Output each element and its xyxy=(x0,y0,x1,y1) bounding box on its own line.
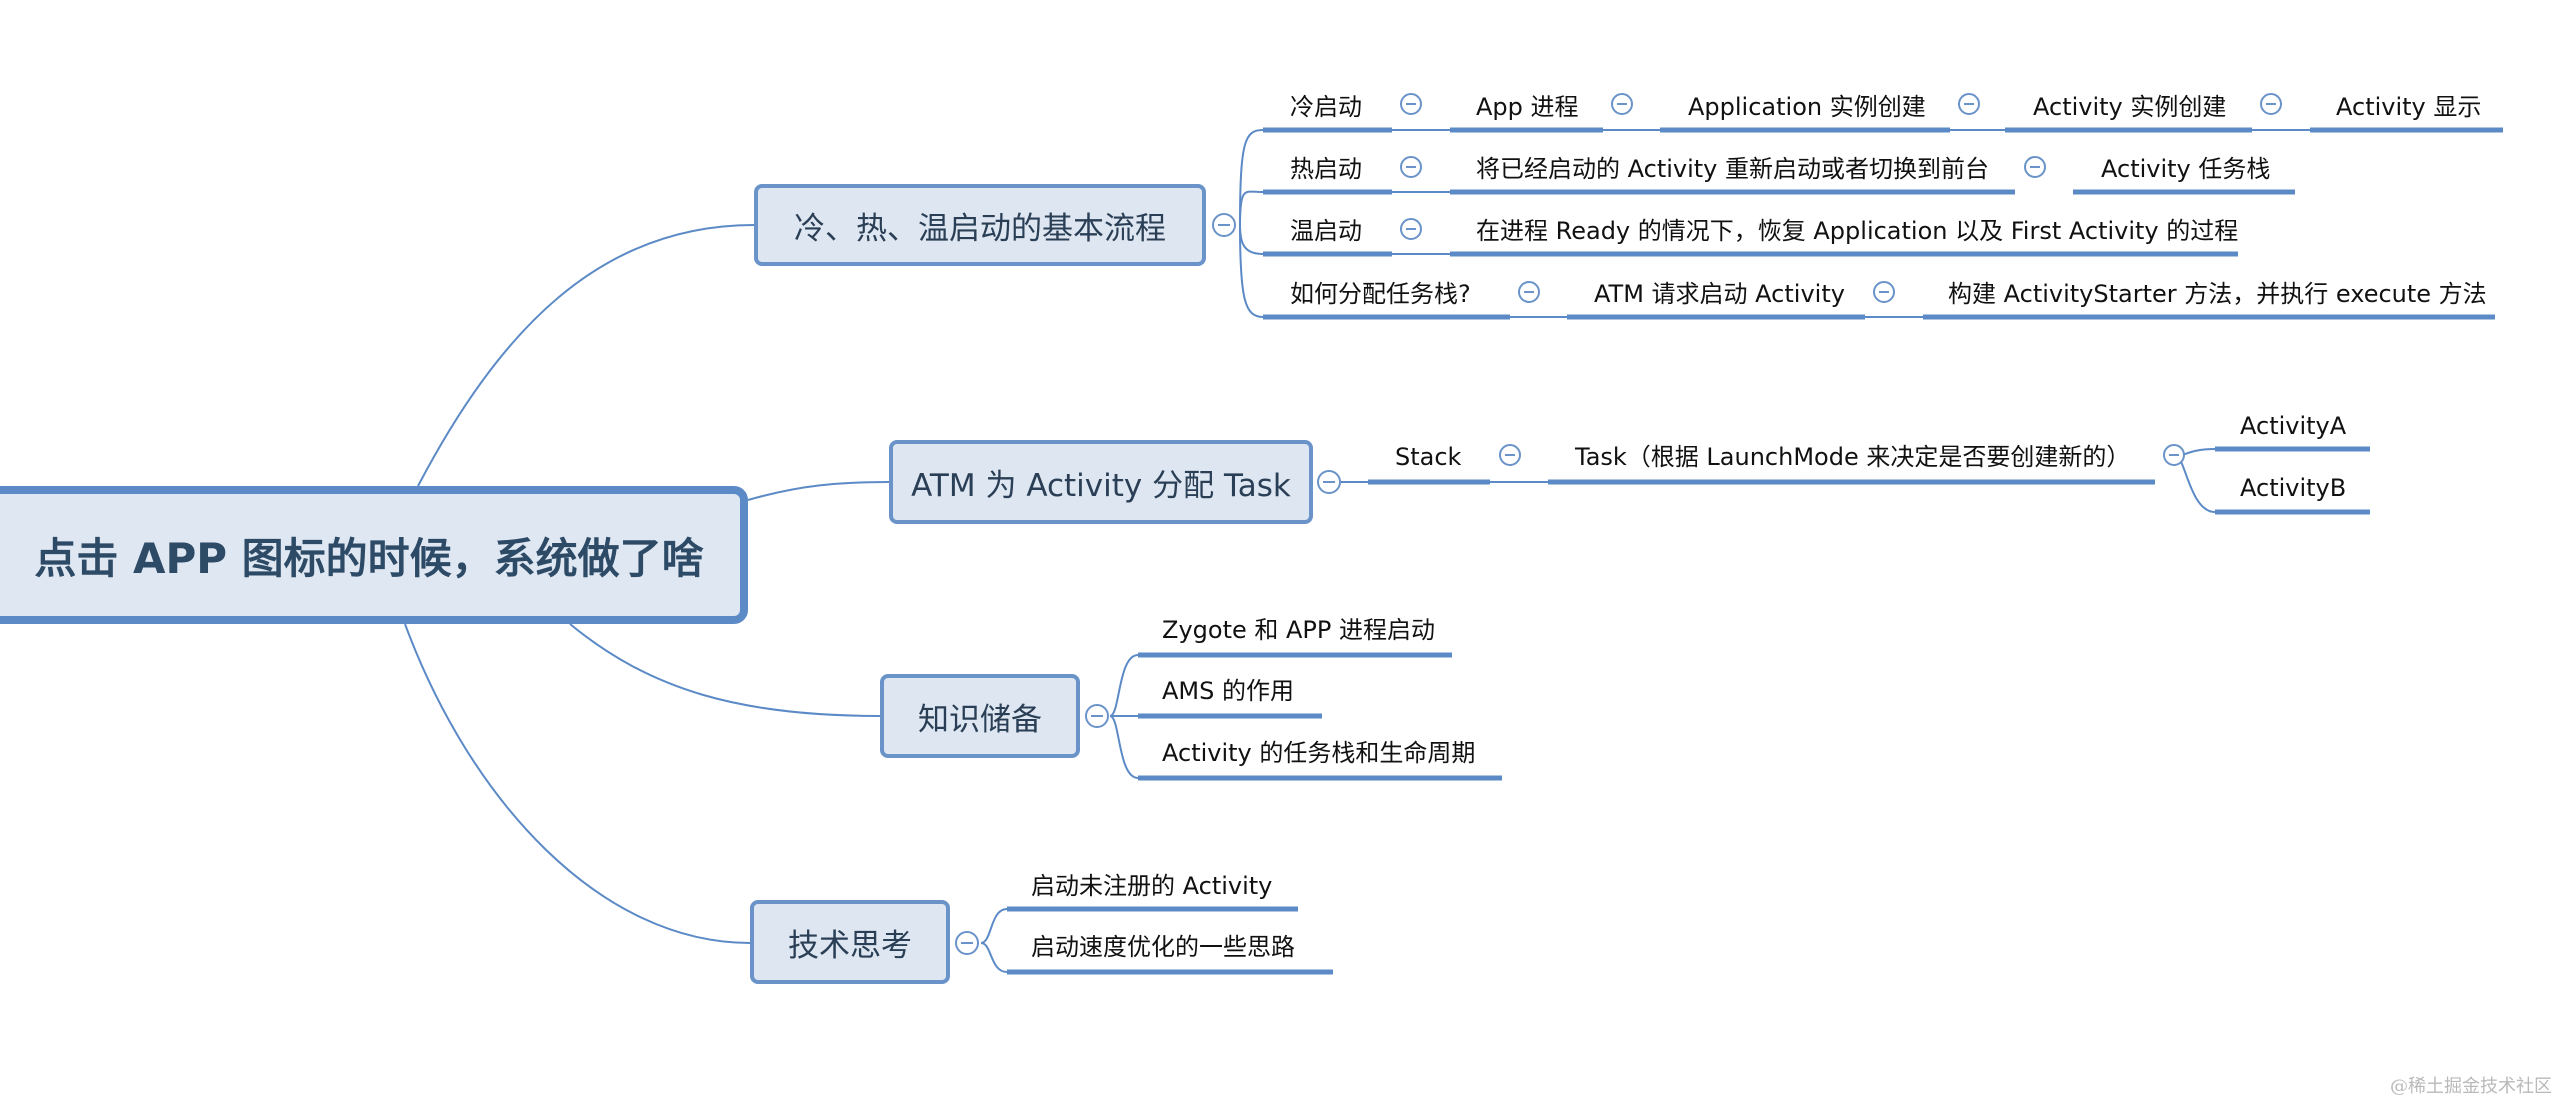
leaf-zygote[interactable]: Zygote 和 APP 进程启动 xyxy=(1162,616,1435,644)
connector-root-branch-3 xyxy=(569,623,881,717)
leaf-hot-start[interactable]: 热启动 xyxy=(1290,155,1362,183)
root-label: 点击 APP 图标的时候，系统做了啥 xyxy=(34,533,704,583)
branch-label: 冷、热、温启动的基本流程 xyxy=(794,210,1166,247)
leaf-application-instance[interactable]: Application 实例创建 xyxy=(1688,93,1926,121)
branch-label: 知识储备 xyxy=(918,701,1042,738)
leaf-app-process[interactable]: App 进程 xyxy=(1476,93,1579,121)
connector-root-branch-2 xyxy=(747,481,890,501)
leaf-activity-task-stack[interactable]: Activity 任务栈 xyxy=(2101,155,2271,183)
leaf-atm-request[interactable]: ATM 请求启动 Activity xyxy=(1594,280,1845,308)
leaf-activity-instance[interactable]: Activity 实例创建 xyxy=(2033,93,2227,121)
branch-label: 技术思考 xyxy=(788,927,912,964)
branch-node-knowledge[interactable]: 知识储备 xyxy=(880,674,1080,758)
leaf-unregistered-activity[interactable]: 启动未注册的 Activity xyxy=(1031,872,1273,900)
branch-node-startup-flow[interactable]: 冷、热、温启动的基本流程 xyxy=(754,184,1206,266)
leaf-assign-task-stack[interactable]: 如何分配任务栈? xyxy=(1290,280,1471,308)
branch-node-atm-task[interactable]: ATM 为 Activity 分配 Task xyxy=(889,440,1313,524)
leaf-startup-optimization[interactable]: 启动速度优化的一些思路 xyxy=(1031,933,1295,961)
watermark: @稀土掘金技术社区 xyxy=(2390,1076,2552,1097)
branch-node-thinking[interactable]: 技术思考 xyxy=(750,900,950,984)
leaf-warm-start[interactable]: 温启动 xyxy=(1290,217,1362,245)
leaf-activity-display[interactable]: Activity 显示 xyxy=(2336,93,2482,121)
leaf-activity-lifecycle[interactable]: Activity 的任务栈和生命周期 xyxy=(1162,739,1476,767)
leaf-task-launchmode[interactable]: Task（根据 LaunchMode 来决定是否要创建新的） xyxy=(1575,443,2131,471)
leaf-build-activitystarter[interactable]: 构建 ActivityStarter 方法，并执行 execute 方法 xyxy=(1948,280,2487,308)
leaf-activity-b[interactable]: ActivityB xyxy=(2240,474,2347,502)
leaf-warm-start-desc[interactable]: 在进程 Ready 的情况下，恢复 Application 以及 First A… xyxy=(1476,217,2239,245)
root-node[interactable]: 点击 APP 图标的时候，系统做了啥 xyxy=(0,486,748,624)
leaf-hot-start-desc[interactable]: 将已经启动的 Activity 重新启动或者切换到前台 xyxy=(1476,155,1990,183)
leaf-stack[interactable]: Stack xyxy=(1395,443,1462,471)
leaf-cold-start[interactable]: 冷启动 xyxy=(1290,93,1362,121)
leaf-activity-a[interactable]: ActivityA xyxy=(2240,412,2347,440)
connector-root-branch-4 xyxy=(404,623,751,944)
connector-root-branch-1 xyxy=(417,224,755,487)
leaf-ams-role[interactable]: AMS 的作用 xyxy=(1162,677,1294,705)
branch-label: ATM 为 Activity 分配 Task xyxy=(911,467,1291,504)
